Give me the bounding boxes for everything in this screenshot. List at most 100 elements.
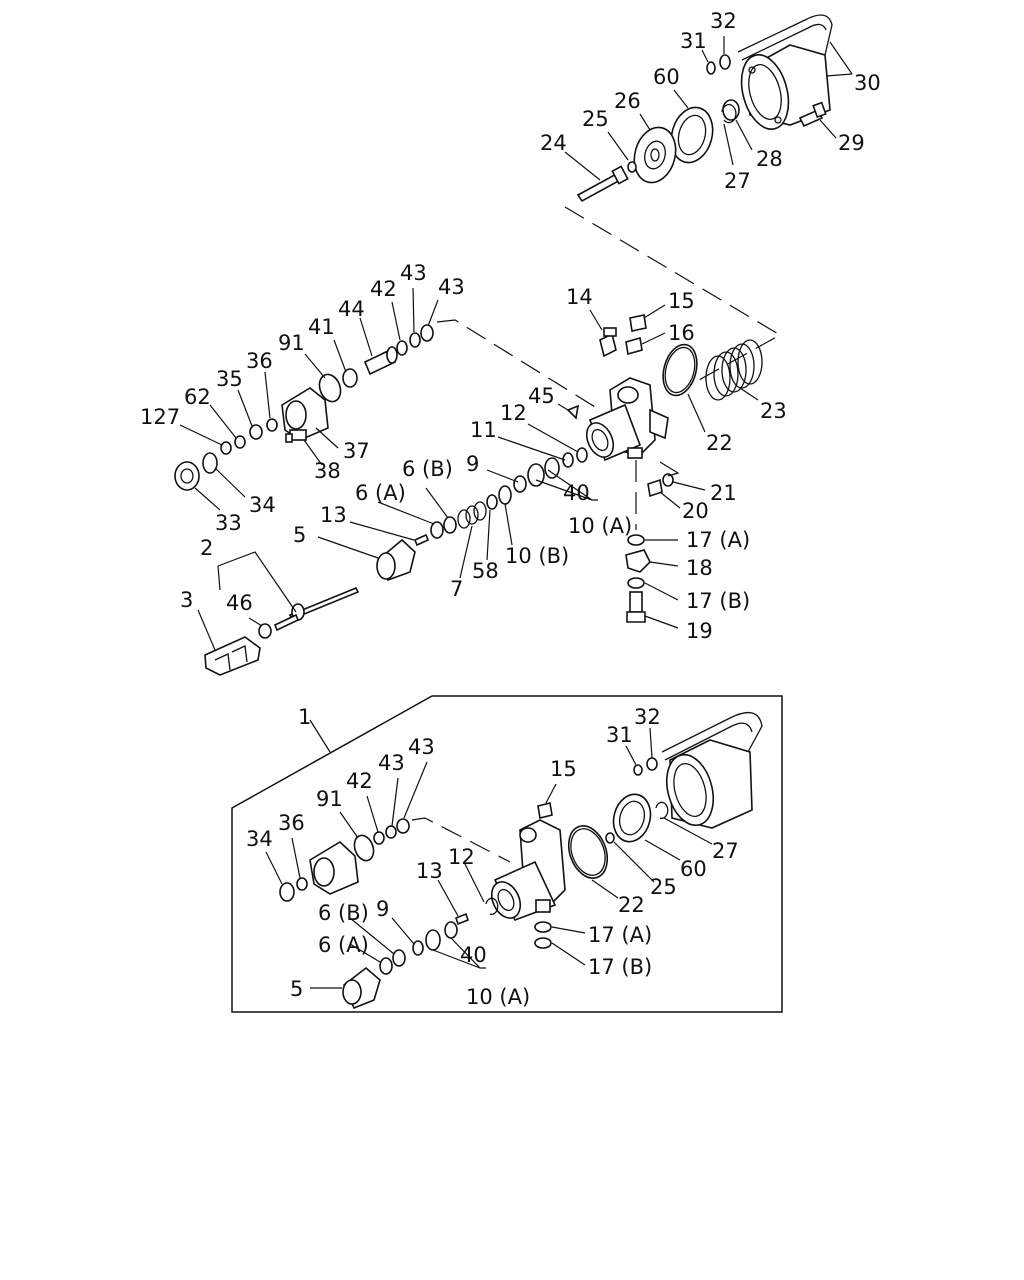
dash-43-to-body (436, 319, 601, 411)
inset-piston-10a (425, 929, 441, 951)
label-46: 46 (226, 591, 253, 615)
bracket-20-21 (659, 461, 680, 477)
label-21: 21 (710, 481, 737, 505)
inset-valve-body (490, 819, 566, 922)
inset-ring-40 (444, 921, 458, 939)
ring-6a (430, 521, 444, 539)
inset-label-1: 1 (298, 705, 311, 729)
label-42: 42 (370, 277, 397, 301)
ring-6b (443, 516, 457, 534)
washer-21 (662, 473, 674, 487)
label-31: 31 (680, 29, 707, 53)
label-45: 45 (528, 384, 555, 408)
label-5: 5 (293, 523, 306, 547)
label-24: 24 (540, 131, 567, 155)
piston-5 (376, 538, 416, 581)
label-25: 25 (582, 107, 609, 131)
inset-washer-17a (534, 921, 552, 933)
inset-label-15: 15 (550, 757, 577, 781)
inset-o-ring-22 (567, 825, 609, 879)
nipple-16 (625, 336, 643, 356)
pin-13 (413, 533, 430, 547)
inset-snap-ring-27 (655, 801, 669, 819)
ring-127 (220, 441, 232, 455)
inset-label-6b: 6 (B) (318, 901, 369, 925)
label-17a-upper: 17 (A) (686, 528, 750, 552)
spring-41 (342, 368, 358, 388)
ring-62 (234, 435, 246, 449)
label-27: 27 (724, 169, 751, 193)
label-10b: 10 (B) (505, 544, 569, 568)
ring-42 (396, 340, 408, 356)
inset-label-43a: 43 (378, 751, 405, 775)
label-35: 35 (216, 367, 243, 391)
inset-dash-43-to-body (411, 817, 511, 863)
eye-joint-18 (625, 549, 651, 573)
label-37: 37 (343, 439, 370, 463)
inset-ring-42 (373, 831, 385, 845)
label-2: 2 (200, 536, 213, 560)
inset-label-60: 60 (680, 857, 707, 881)
ring-58 (486, 494, 498, 510)
ring-25 (627, 161, 637, 173)
label-40: 40 (563, 481, 590, 505)
inset-label-9: 9 (376, 897, 389, 921)
washer-28 (722, 99, 740, 121)
inset-label-5: 5 (290, 977, 303, 1001)
label-43a: 43 (400, 261, 427, 285)
inset-label-6a: 6 (A) (318, 933, 369, 957)
spring-7 (457, 501, 487, 529)
inset-ring-36 (296, 877, 308, 891)
washer-17b (627, 577, 645, 589)
label-15: 15 (668, 289, 695, 313)
label-9: 9 (466, 452, 479, 476)
label-58: 58 (472, 559, 499, 583)
washer-34 (202, 452, 218, 474)
inset-ring-32 (646, 757, 658, 771)
label-18: 18 (686, 556, 713, 580)
label-3: 3 (180, 588, 193, 612)
label-13: 13 (320, 503, 347, 527)
valve-44 (363, 346, 398, 376)
inset-washer-34 (279, 882, 295, 902)
inset-cap-15 (537, 802, 553, 819)
inset-label-32: 32 (634, 705, 661, 729)
ring-9 (513, 475, 527, 493)
ring-11 (562, 452, 574, 468)
inset-label-17b: 17 (B) (588, 955, 652, 979)
label-44: 44 (338, 297, 365, 321)
label-91: 91 (278, 331, 305, 355)
ring-36 (266, 418, 278, 432)
inset-seal-60 (612, 793, 652, 843)
inset-frame (231, 695, 783, 1013)
ring-31 (706, 61, 716, 75)
ring-12 (576, 447, 588, 463)
spring-23 (705, 339, 763, 401)
inset-assembly: 1 32 31 15 43 43 42 91 36 34 12 13 22 25… (231, 695, 783, 1013)
spring-35 (249, 424, 263, 440)
valve-body (585, 377, 669, 462)
inset-label-12: 12 (448, 845, 475, 869)
leader-lines-upper (179, 36, 853, 651)
piston-10a (527, 463, 545, 487)
inset-label-91: 91 (316, 787, 343, 811)
labels-upper: 32 31 30 60 26 25 24 27 28 29 14 15 16 2… (140, 9, 881, 643)
label-28: 28 (756, 147, 783, 171)
nut-46 (258, 623, 272, 639)
label-36: 36 (246, 349, 273, 373)
label-14: 14 (566, 285, 593, 309)
inset-label-22: 22 (618, 893, 645, 917)
clevis-3 (204, 636, 261, 676)
label-38: 38 (314, 459, 341, 483)
leader-lines-inset (265, 727, 713, 989)
ring-43a (409, 332, 421, 348)
inset-piston-5 (342, 966, 381, 1010)
inset-ring-6b (392, 949, 406, 967)
valve-14 (599, 327, 617, 358)
inset-ring-31 (633, 764, 643, 776)
rod-2 (288, 586, 360, 621)
label-62: 62 (184, 385, 211, 409)
seal-60 (670, 106, 714, 164)
label-11: 11 (470, 418, 497, 442)
